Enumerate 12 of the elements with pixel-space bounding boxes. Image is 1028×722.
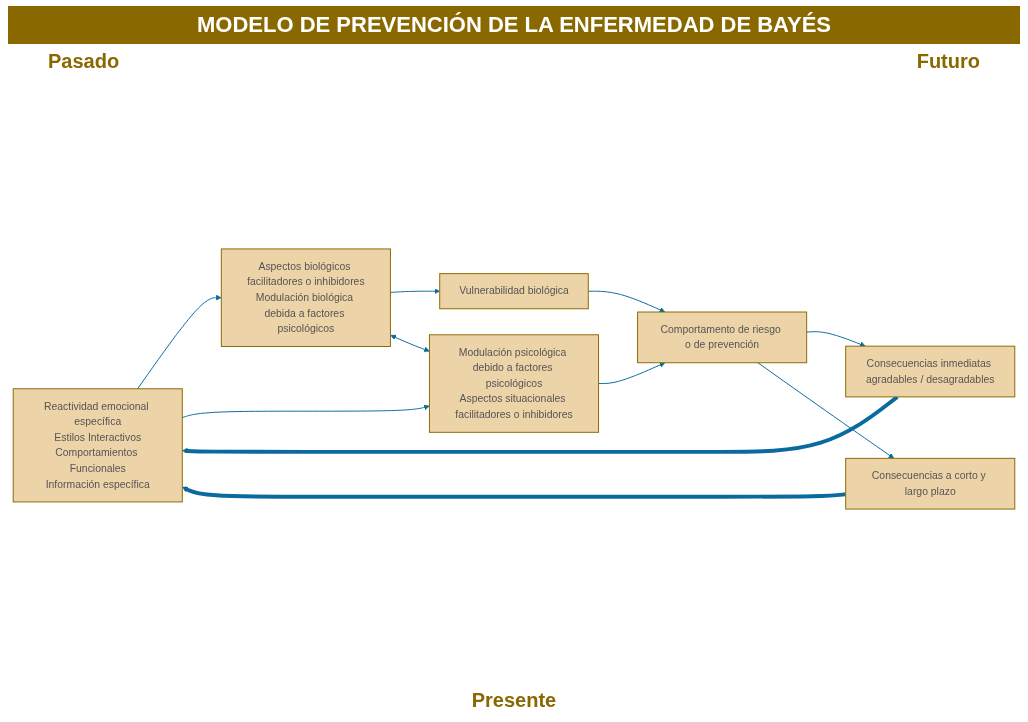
node-box: Consecuencias a corto y largo plazo xyxy=(845,457,1016,510)
period-label: Presente xyxy=(471,689,557,712)
node-box: Reactividad emocional específica Estilos Interactivos Comportamientos Funcionales Información específica xyxy=(12,388,183,503)
node-box: Consecuencias inmediatas agradables / desagradables xyxy=(845,345,1016,398)
period-label: Futuro xyxy=(916,50,980,73)
node-box: Comportamento de riesgo o de prevención xyxy=(637,311,808,364)
period-label: Pasado xyxy=(48,50,120,73)
title-banner: MODELO DE PREVENCIÓN DE LA ENFERMEDAD DE BAYÉS xyxy=(8,6,1020,44)
arrow xyxy=(182,486,846,499)
node-box: Vulnerabilidad biológica xyxy=(439,273,589,310)
node-box: Modulación psicológica debido a factores psicológicos Aspectos situacionales facilitadores o inhibidores xyxy=(428,334,600,433)
node-box: Aspectos biológicos facilitadores o inhibidores Modulación biológica debida a factores psicológicos xyxy=(220,248,391,347)
